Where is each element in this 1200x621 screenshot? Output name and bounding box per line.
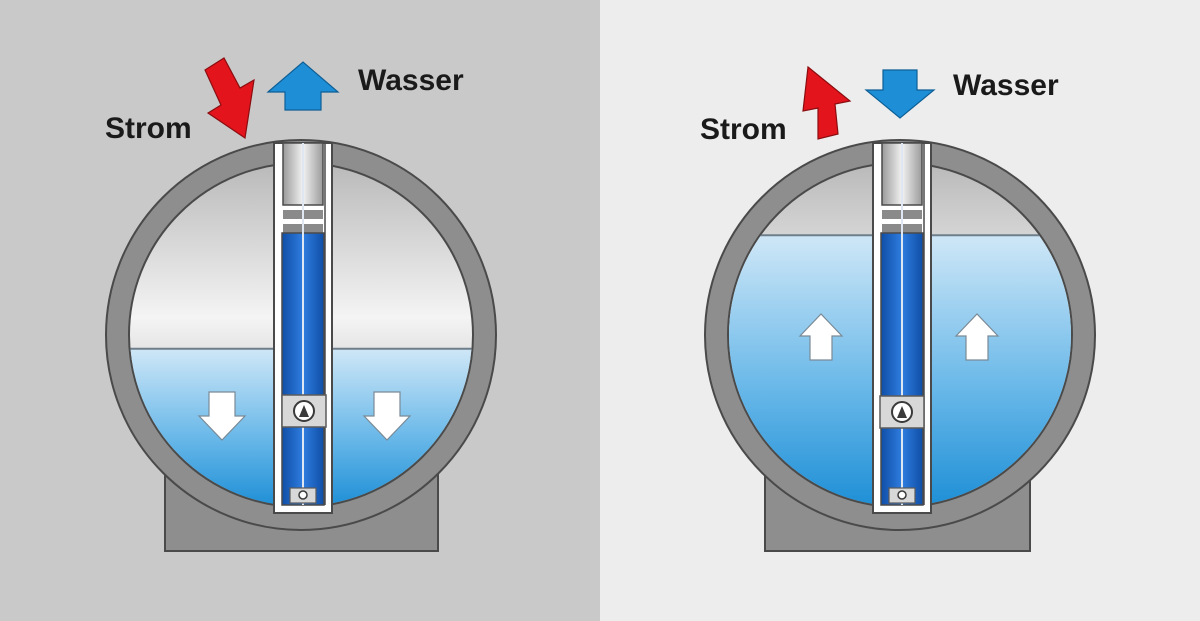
right-panel: Strom Wasser [700, 65, 1096, 552]
right-strom-arrow [802, 65, 852, 140]
left-panel: Strom Wasser [105, 57, 497, 552]
right-water-flow-arrow-2 [954, 313, 1000, 361]
left-water-flow-arrow-1 [197, 391, 247, 441]
left-strom-label: Strom [105, 112, 192, 145]
right-pipe-assembly [872, 142, 932, 514]
right-strom-label: Strom [700, 113, 787, 146]
right-wasser-label: Wasser [953, 69, 1059, 102]
left-water-flow-arrow-2 [362, 391, 412, 441]
left-wasser-arrow [266, 61, 340, 111]
left-pipe-assembly [273, 142, 333, 514]
right-water-flow-arrow-1 [798, 313, 844, 361]
right-wasser-arrow [864, 69, 936, 119]
left-strom-arrow [204, 57, 255, 140]
left-wasser-label: Wasser [358, 64, 464, 97]
